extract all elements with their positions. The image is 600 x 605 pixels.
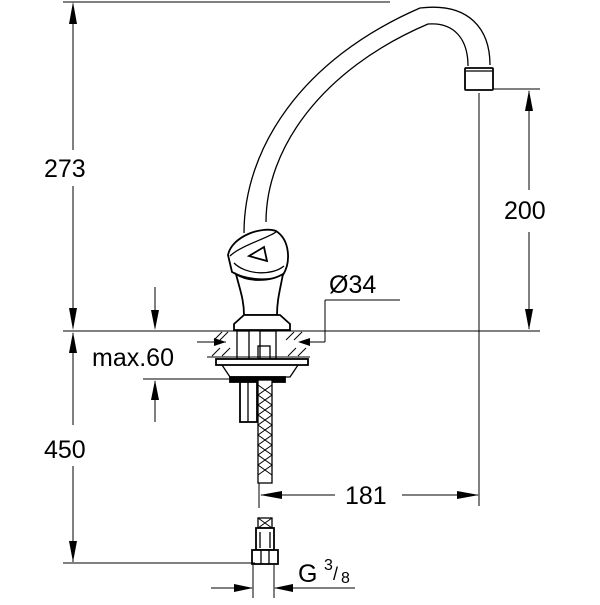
dim-thread-g38: G 3 / 8: [211, 557, 355, 598]
thread-prefix: G: [298, 560, 317, 588]
arrow-down-icon: [69, 308, 77, 330]
dim-34-label: Ø34: [329, 271, 376, 299]
dim-200-label: 200: [504, 197, 546, 225]
aerator: [464, 67, 494, 91]
countertop-section: [207, 330, 310, 383]
supply-hose: [239, 379, 279, 565]
dim-181: 181: [260, 482, 479, 510]
lever-indicator: [246, 245, 269, 263]
dim-450: 450: [44, 332, 255, 564]
dim-273: 273: [44, 1, 390, 330]
arrow-right-icon: [214, 338, 226, 346]
arrow-up-icon: [525, 90, 533, 111]
dim-max-60-label: max.60: [92, 344, 174, 372]
lever-handle: [227, 228, 291, 331]
arrow-left-icon: [260, 491, 282, 499]
arrow-left-icon: [298, 338, 310, 346]
hose-nut: [251, 549, 279, 565]
arrow-up-icon: [69, 332, 77, 353]
dim-max-60: max.60: [92, 287, 230, 422]
spout: [243, 6, 494, 234]
thread-denominator: 8: [341, 570, 350, 587]
dim-450-label: 450: [44, 436, 86, 464]
arrow-up-icon: [151, 380, 159, 400]
dim-diameter-34: Ø34: [197, 271, 400, 346]
arrow-down-icon: [151, 310, 159, 330]
arrow-right-icon: [234, 584, 253, 592]
arrow-up-icon: [69, 2, 77, 24]
arrow-down-icon: [525, 309, 533, 330]
arrow-right-icon: [457, 491, 479, 499]
dim-200: 200: [492, 88, 546, 330]
dim-273-label: 273: [44, 155, 86, 183]
thread-separator: /: [333, 564, 338, 584]
arrow-down-icon: [69, 541, 77, 562]
arrow-left-icon: [274, 584, 293, 592]
dim-181-label: 181: [345, 482, 387, 510]
thread-numerator: 3: [324, 557, 333, 574]
